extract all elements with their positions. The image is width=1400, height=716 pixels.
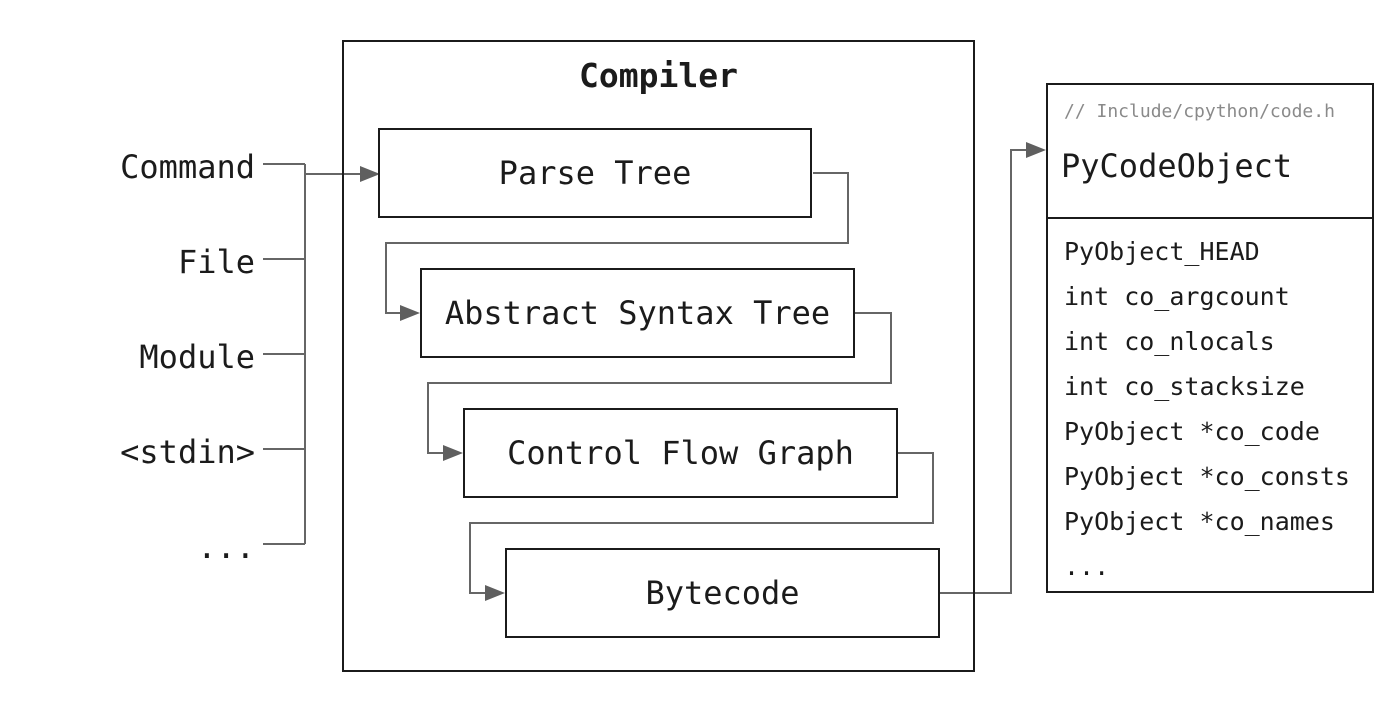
input-label-file: File	[177, 243, 255, 281]
compiler-container-box	[342, 40, 975, 672]
arrowhead-bytecode-to-pycodeobject	[1026, 142, 1046, 158]
input-label-module: Module	[139, 338, 255, 376]
stage-box-parse-tree: Parse Tree	[378, 128, 812, 218]
pycodeobject-struct-box: // Include/cpython/code.h PyCodeObject P…	[1046, 83, 1374, 593]
source-file-comment: // Include/cpython/code.h	[1064, 101, 1335, 122]
struct-field-co-argcount: int co_argcount	[1064, 282, 1290, 311]
input-label-ellipsis: ...	[197, 528, 255, 566]
pycodeobject-title: PyCodeObject	[1061, 147, 1293, 185]
struct-field-co-nlocals: int co_nlocals	[1064, 327, 1275, 356]
stage-box-abstract-syntax-tree: Abstract Syntax Tree	[420, 268, 855, 358]
stage-label-bytecode: Bytecode	[645, 574, 800, 612]
stage-label-abstract-syntax-tree: Abstract Syntax Tree	[444, 294, 831, 332]
stage-label-parse-tree: Parse Tree	[498, 154, 692, 192]
compiler-title: Compiler	[579, 56, 738, 95]
stage-box-bytecode: Bytecode	[505, 548, 940, 638]
pycodeobject-header: // Include/cpython/code.h PyCodeObject	[1048, 85, 1372, 219]
input-label-stdin: <stdin>	[120, 433, 255, 471]
stage-box-control-flow-graph: Control Flow Graph	[463, 408, 898, 498]
struct-field-co-code: PyObject *co_code	[1064, 417, 1320, 446]
pycodeobject-field-list: PyObject_HEAD int co_argcount int co_nlo…	[1064, 229, 1364, 589]
struct-field-co-names: PyObject *co_names	[1064, 507, 1335, 536]
struct-field-co-consts: PyObject *co_consts	[1064, 462, 1350, 491]
input-bus-line	[263, 163, 306, 545]
struct-field-co-stacksize: int co_stacksize	[1064, 372, 1305, 401]
stage-label-control-flow-graph: Control Flow Graph	[507, 434, 854, 472]
input-label-command: Command	[120, 148, 255, 186]
struct-field-pyobject-head: PyObject_HEAD	[1064, 237, 1260, 266]
struct-field-ellipsis: ...	[1064, 552, 1110, 581]
